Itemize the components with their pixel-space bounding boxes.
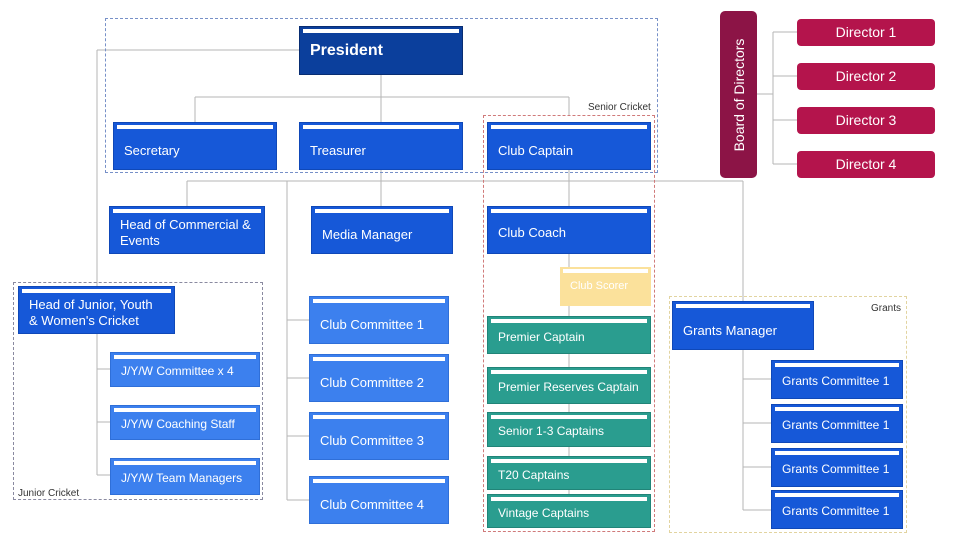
media-manager-label: Media Manager xyxy=(322,227,413,243)
head-commercial-box[interactable]: Head of Commercial & Events xyxy=(109,206,265,254)
director-box[interactable]: Director 1 xyxy=(797,19,935,46)
club-committee-label: Club Committee 2 xyxy=(320,375,425,391)
club-coach-box[interactable]: Club Coach xyxy=(487,206,651,254)
grants-group xyxy=(669,296,907,533)
junior-item[interactable]: J/Y/W Coaching Staff xyxy=(110,405,260,440)
club-scorer-label: Club Scorer xyxy=(570,279,629,292)
head-junior-box[interactable]: Head of Junior, Youth & Women's Cricket xyxy=(18,286,175,334)
grants-manager-box[interactable]: Grants Manager xyxy=(672,301,814,350)
captain-label: Senior 1-3 Captains xyxy=(498,424,605,439)
junior-item-label: J/Y/W Team Managers xyxy=(121,471,243,486)
board-of-directors-box[interactable]: Board of Directors xyxy=(720,11,757,178)
club-committee-box[interactable]: Club Committee 1 xyxy=(309,296,449,344)
head-junior-label: Head of Junior, Youth & Women's Cricket xyxy=(29,297,153,328)
junior-item[interactable]: J/Y/W Team Managers xyxy=(110,458,260,495)
captain-box[interactable]: Premier Captain xyxy=(487,316,651,354)
grants-committee-label: Grants Committee 1 xyxy=(782,462,890,477)
captain-label: Premier Reserves Captain xyxy=(498,380,639,395)
club-captain-box[interactable]: Club Captain xyxy=(487,122,651,170)
director-box[interactable]: Director 2 xyxy=(797,63,935,90)
club-coach-label: Club Coach xyxy=(498,225,566,241)
captain-box[interactable]: Senior 1-3 Captains xyxy=(487,412,651,447)
grants-committee-label: Grants Committee 1 xyxy=(782,418,890,433)
director-box[interactable]: Director 3 xyxy=(797,107,935,134)
director-box[interactable]: Director 4 xyxy=(797,151,935,178)
captain-label: Premier Captain xyxy=(498,329,585,344)
captain-box[interactable]: T20 Captains xyxy=(487,456,651,490)
club-committee-box[interactable]: Club Committee 2 xyxy=(309,354,449,402)
treasurer-label: Treasurer xyxy=(310,143,366,159)
director-label: Director 1 xyxy=(835,24,897,41)
captain-label: Vintage Captains xyxy=(498,505,590,520)
grants-committee-box[interactable]: Grants Committee 1 xyxy=(771,404,903,443)
club-committee-box[interactable]: Club Committee 3 xyxy=(309,412,449,460)
grants-committee-box[interactable]: Grants Committee 1 xyxy=(771,448,903,487)
media-manager-box[interactable]: Media Manager xyxy=(311,206,453,254)
director-label: Director 3 xyxy=(835,112,897,129)
junior-cricket-group xyxy=(13,282,263,500)
grants-committee-box[interactable]: Grants Committee 1 xyxy=(771,490,903,529)
club-committee-box[interactable]: Club Committee 4 xyxy=(309,476,449,524)
senior-cricket-group xyxy=(105,18,658,173)
captain-box[interactable]: Premier Reserves Captain xyxy=(487,367,651,404)
treasurer-box[interactable]: Treasurer xyxy=(299,122,463,170)
junior-item-label: J/Y/W Committee x 4 xyxy=(121,364,234,379)
junior-item[interactable]: J/Y/W Committee x 4 xyxy=(110,352,260,387)
secretary-box[interactable]: Secretary xyxy=(113,122,277,170)
junior-item-label: J/Y/W Coaching Staff xyxy=(121,417,235,432)
captain-box[interactable]: Vintage Captains xyxy=(487,494,651,528)
president-box[interactable]: President xyxy=(299,26,463,75)
grants-committee-box[interactable]: Grants Committee 1 xyxy=(771,360,903,399)
club-captain-group xyxy=(483,115,655,532)
head-commercial-label: Head of Commercial & Events xyxy=(120,217,251,248)
secretary-label: Secretary xyxy=(124,143,180,159)
club-committee-label: Club Committee 3 xyxy=(320,433,425,449)
club-captain-label: Club Captain xyxy=(498,143,574,159)
captain-label: T20 Captains xyxy=(498,467,570,482)
grants-label: Grants xyxy=(871,303,902,314)
grants-committee-label: Grants Committee 1 xyxy=(782,504,890,519)
senior-cricket-label: Senior Cricket xyxy=(588,102,651,113)
club-committee-label: Club Committee 1 xyxy=(320,317,425,333)
junior-cricket-label: Junior Cricket xyxy=(18,488,80,499)
grants-manager-label: Grants Manager xyxy=(683,322,777,338)
club-scorer-box[interactable]: Club Scorer xyxy=(560,267,651,306)
president-label: President xyxy=(310,41,383,59)
director-label: Director 2 xyxy=(835,68,897,85)
director-label: Director 4 xyxy=(835,156,897,173)
club-committee-label: Club Committee 4 xyxy=(320,497,425,513)
grants-committee-label: Grants Committee 1 xyxy=(782,374,890,389)
board-of-directors-label: Board of Directors xyxy=(730,38,747,151)
